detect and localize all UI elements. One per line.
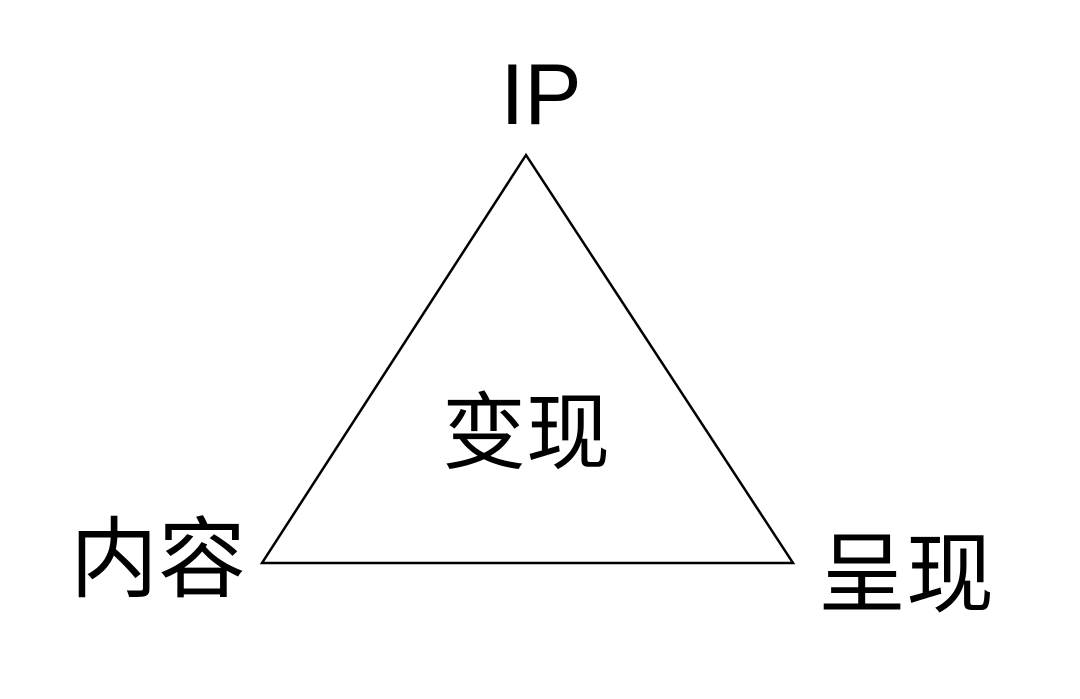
top-vertex-label: IP (500, 47, 581, 143)
right-vertex-label: 呈现 (818, 523, 994, 626)
left-vertex-label: 内容 (70, 508, 246, 611)
center-label: 变现 (442, 384, 610, 482)
triangle-shape (259, 152, 796, 565)
